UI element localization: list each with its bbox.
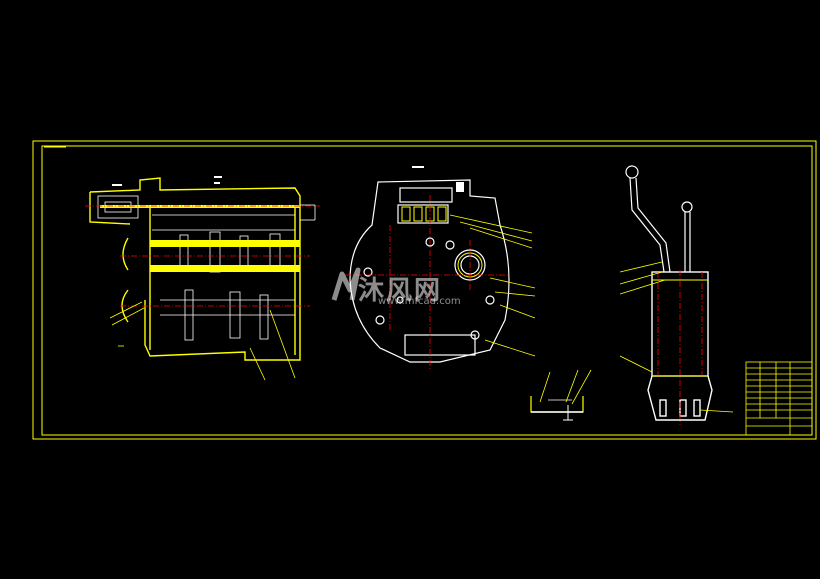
watermark-text: 沐风网 xyxy=(358,276,443,306)
lever-housing-centerlines xyxy=(657,270,703,425)
outer-border xyxy=(32,140,817,440)
gearbox-small-labels xyxy=(112,176,222,186)
gearbox-end-view xyxy=(345,166,536,370)
title-block xyxy=(745,361,813,436)
gearbox-leaders xyxy=(109,301,296,381)
lever-housing-yellow xyxy=(652,279,708,377)
inner-border xyxy=(41,145,813,436)
gearbox-shafts xyxy=(100,205,300,272)
watermark-url: www.mfcad.com xyxy=(378,296,461,307)
shift-lever-view xyxy=(619,165,734,425)
gearbox-centerlines xyxy=(85,205,320,307)
lever-leaders xyxy=(619,261,734,413)
mf-logo-icon xyxy=(331,267,361,301)
end-view-outline xyxy=(349,179,510,363)
shift-levers xyxy=(625,165,693,273)
gearbox-section-view xyxy=(85,176,320,381)
bracket-detail-view xyxy=(530,369,592,421)
end-view-leaders xyxy=(449,214,536,357)
sheet-frame xyxy=(32,140,817,440)
end-view-top-marks xyxy=(412,166,464,192)
end-view-centerlines xyxy=(345,195,510,370)
